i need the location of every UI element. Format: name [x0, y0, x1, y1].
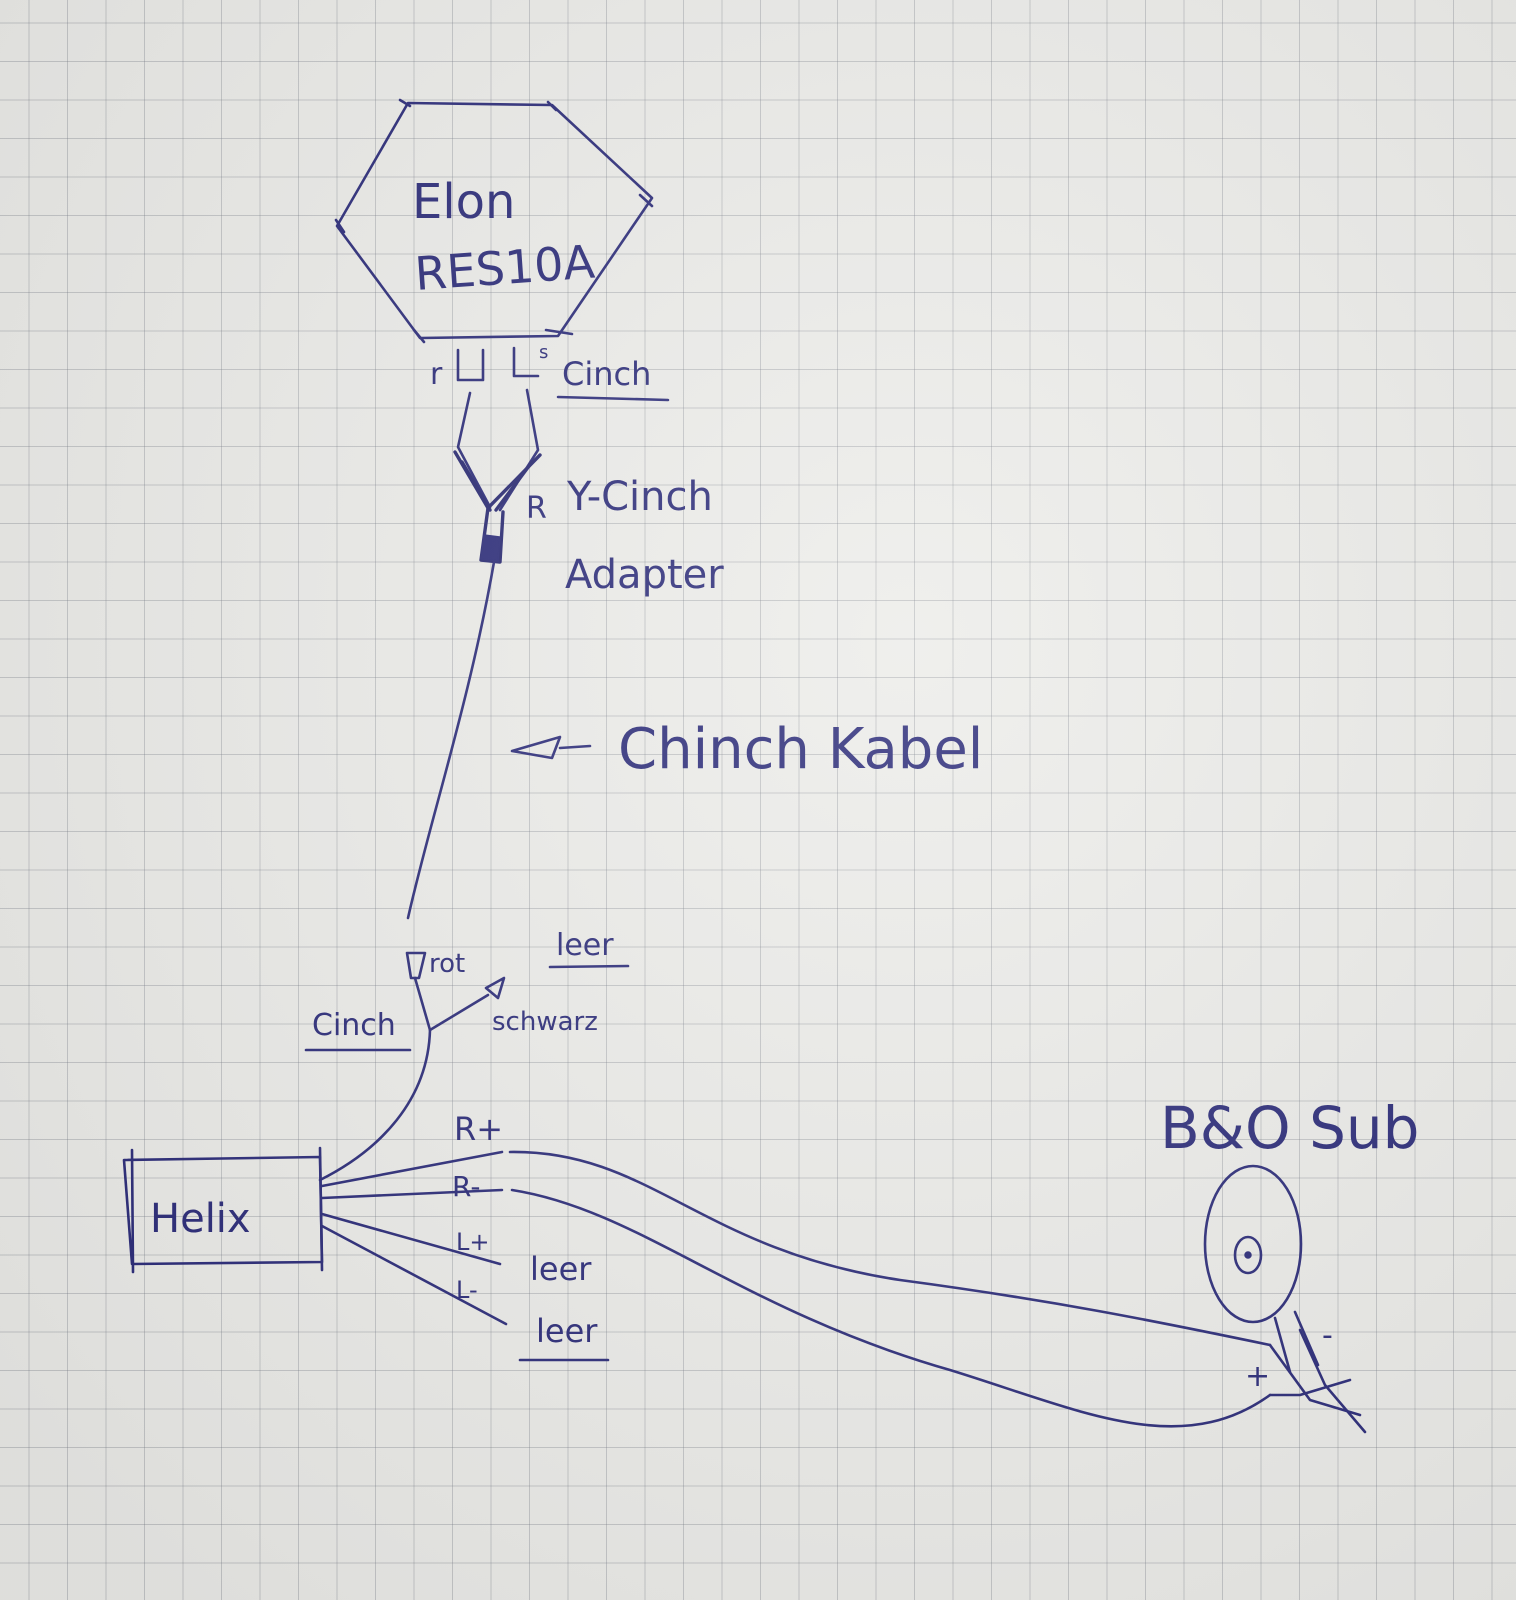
cinch-top-underline	[556, 395, 670, 402]
l-plus-label: L+	[456, 1228, 489, 1256]
r-plus-label: R+	[454, 1110, 503, 1148]
cinch-bottom-label: Cinch	[312, 1008, 396, 1043]
cable-label: Chinch Kabel	[618, 717, 983, 782]
device-name-label: Elon	[412, 174, 515, 230]
left-jack-mark: r	[430, 357, 443, 392]
sub-speaker-cables	[508, 1150, 1367, 1434]
right-jack-mark: s	[539, 342, 548, 363]
l-minus-label: L-	[456, 1276, 478, 1304]
empty-l-plus-label: leer	[530, 1250, 592, 1288]
cinch-top-label: Cinch	[562, 355, 651, 393]
sub-minus-label: -	[1322, 1318, 1333, 1353]
subwoofer	[1203, 1164, 1320, 1374]
helix-input-cable	[318, 1028, 432, 1182]
device-cinch-jacks	[456, 346, 540, 382]
black-plug	[428, 976, 506, 1032]
y-adapter-r-mark: R	[526, 491, 547, 526]
red-plug	[405, 951, 432, 1032]
red-plug-label: rot	[429, 949, 465, 979]
sub-plus-label: +	[1245, 1359, 1270, 1394]
cinch-cable	[406, 560, 496, 920]
cable-arrow	[510, 735, 592, 760]
amp-name-label: Helix	[150, 1196, 251, 1242]
empty-l-minus-label: leer	[536, 1312, 598, 1350]
black-plug-label: schwarz	[492, 1007, 598, 1037]
y-cinch-adapter	[453, 388, 542, 564]
empty-top-label: leer	[556, 928, 614, 963]
empty-top-underline	[548, 964, 630, 969]
sub-name-label: B&O Sub	[1160, 1094, 1420, 1162]
y-adapter-label-line2: Adapter	[565, 552, 724, 598]
device-model-label: RES10A	[413, 234, 597, 300]
amp-output-wires	[320, 1150, 508, 1326]
helix-amplifier	[122, 1146, 324, 1274]
r-minus-label: R-	[452, 1170, 480, 1203]
y-adapter-label-line1: Y-Cinch	[566, 474, 713, 520]
device-hexagon	[334, 98, 654, 344]
